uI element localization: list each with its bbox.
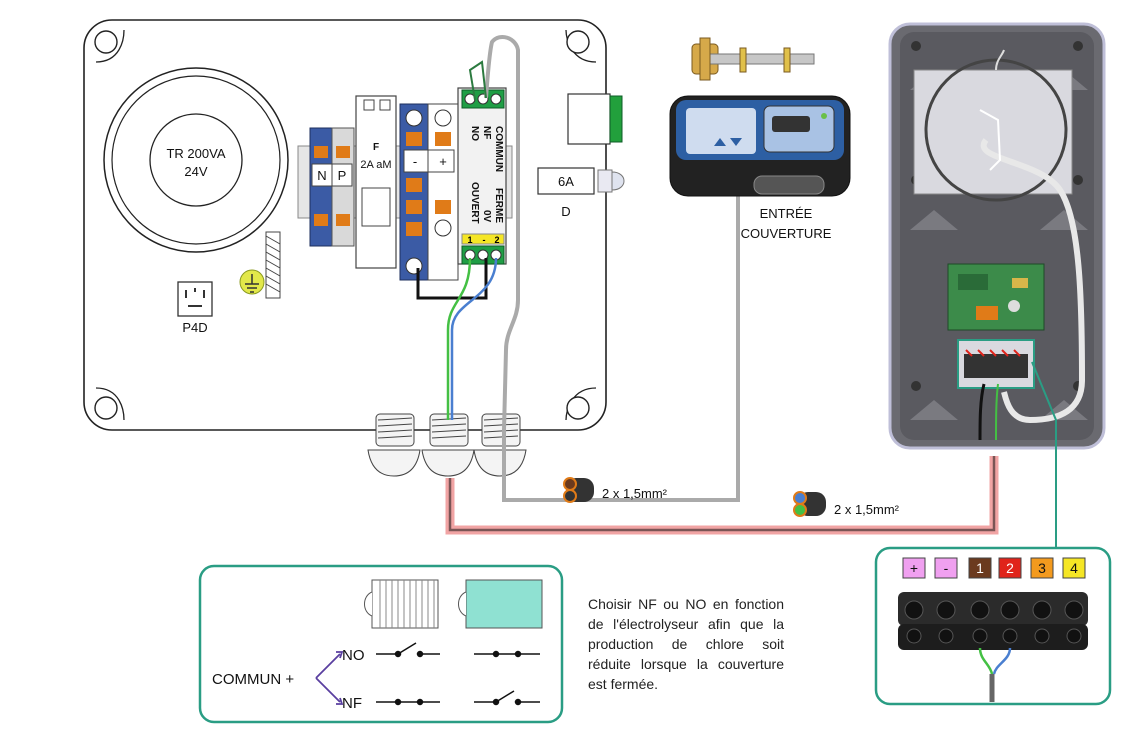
connector-label-box-6 — [1062, 557, 1086, 579]
nf-closed-switch — [376, 698, 440, 706]
relay-module: NO NF COMMUN OUVERT 0V FERME 1 - 2 — [457, 87, 507, 265]
legend-box: COMMUN + NO NF — [198, 564, 564, 724]
terminal-strip — [898, 592, 1088, 702]
connector-label-5: 3 — [1038, 560, 1046, 576]
transformer: TR 200VA 24V — [103, 67, 289, 253]
connector-label-box-5 — [1030, 557, 1054, 579]
ground-bar — [265, 231, 281, 299]
connector-label-box-2 — [934, 557, 958, 579]
cover-open-icon — [364, 579, 439, 629]
cable-section-2: 2 x 1,5mm² — [793, 491, 900, 517]
fuse-label: F — [373, 142, 379, 153]
legend-nf: NF — [342, 695, 362, 712]
connector-labels: + - 1 2 3 4 — [902, 557, 1086, 579]
power-terminals: - + — [399, 103, 459, 281]
breaker-rating: 6A — [558, 174, 574, 189]
cable-glands — [367, 413, 527, 477]
legend-no: NO — [342, 647, 365, 664]
instruction-note: Choisir NF ou NO en fonction de l'électr… — [588, 596, 784, 692]
transformer-voltage: 24V — [184, 164, 207, 179]
fuse-rating: 2A aM — [360, 159, 391, 171]
cover-controller: ENTRÉE COUVERTURE — [669, 95, 851, 241]
connector-label-1: + — [910, 560, 918, 576]
terminal-n-label: N — [317, 168, 326, 183]
terminal-plus-label: + — [439, 154, 447, 169]
breaker: 6A D — [537, 167, 625, 219]
socket-label: P4D — [182, 320, 207, 335]
terminal-p-label: P — [338, 168, 347, 183]
cable-section-1: 2 x 1,5mm² — [563, 477, 668, 503]
cable1-label: 2 x 1,5mm² — [602, 486, 668, 501]
no-closed-switch — [474, 650, 540, 658]
relay-ferme-label: FERME — [493, 188, 504, 223]
gland-1 — [367, 413, 421, 477]
np-terminals: N P — [309, 127, 355, 247]
no-open-switch — [376, 642, 440, 658]
fuse-holder: F 2A aM — [355, 95, 397, 269]
probe-sensor — [691, 37, 815, 81]
terminal-minus-label: - — [413, 154, 417, 169]
breaker-curve: D — [561, 204, 570, 219]
screw-hole-tl — [94, 30, 118, 54]
cover-input-line1: ENTRÉE — [760, 206, 813, 221]
cover-closed-icon — [458, 579, 543, 629]
earth-symbol — [239, 269, 265, 295]
transformer-rating: TR 200VA — [166, 146, 225, 161]
relay-nf-label: NF — [481, 126, 492, 139]
electrolyser-panel — [888, 22, 1106, 450]
relay-ov-label: 0V — [481, 210, 492, 223]
connector-label-box-3 — [968, 557, 992, 579]
relay-pin2-label: 2 — [494, 235, 499, 245]
legend-commun: COMMUN + — [212, 671, 294, 688]
connector-label-3: 1 — [976, 560, 984, 576]
internal-wires — [416, 34, 740, 502]
green-switch — [567, 93, 623, 145]
connector-label-box-1 — [902, 557, 926, 579]
connector-label-4: 2 — [1006, 560, 1014, 576]
connector-label-box-4 — [998, 557, 1022, 579]
connector-label-6: 4 — [1070, 560, 1078, 576]
cable2-label: 2 x 1,5mm² — [834, 502, 900, 517]
relay-no-label: NO — [469, 126, 480, 141]
nf-open-switch — [474, 690, 540, 706]
screw-hole-bl — [94, 396, 118, 420]
screw-hole-br — [566, 396, 590, 420]
relay-commun-label: COMMUN — [493, 126, 504, 172]
relay-pin1-label: 1 — [467, 235, 472, 245]
cover-input-line2: COUVERTURE — [741, 226, 832, 241]
relay-pin-dash: - — [483, 235, 486, 245]
relay-ouvert-label: OUVERT — [469, 182, 480, 224]
main-cable — [445, 456, 999, 535]
p4d-socket: P4D — [177, 281, 213, 335]
gland-3 — [473, 413, 527, 477]
screw-hole-tr — [566, 30, 590, 54]
connector-label-2: - — [944, 560, 949, 576]
gland-2 — [421, 413, 475, 477]
